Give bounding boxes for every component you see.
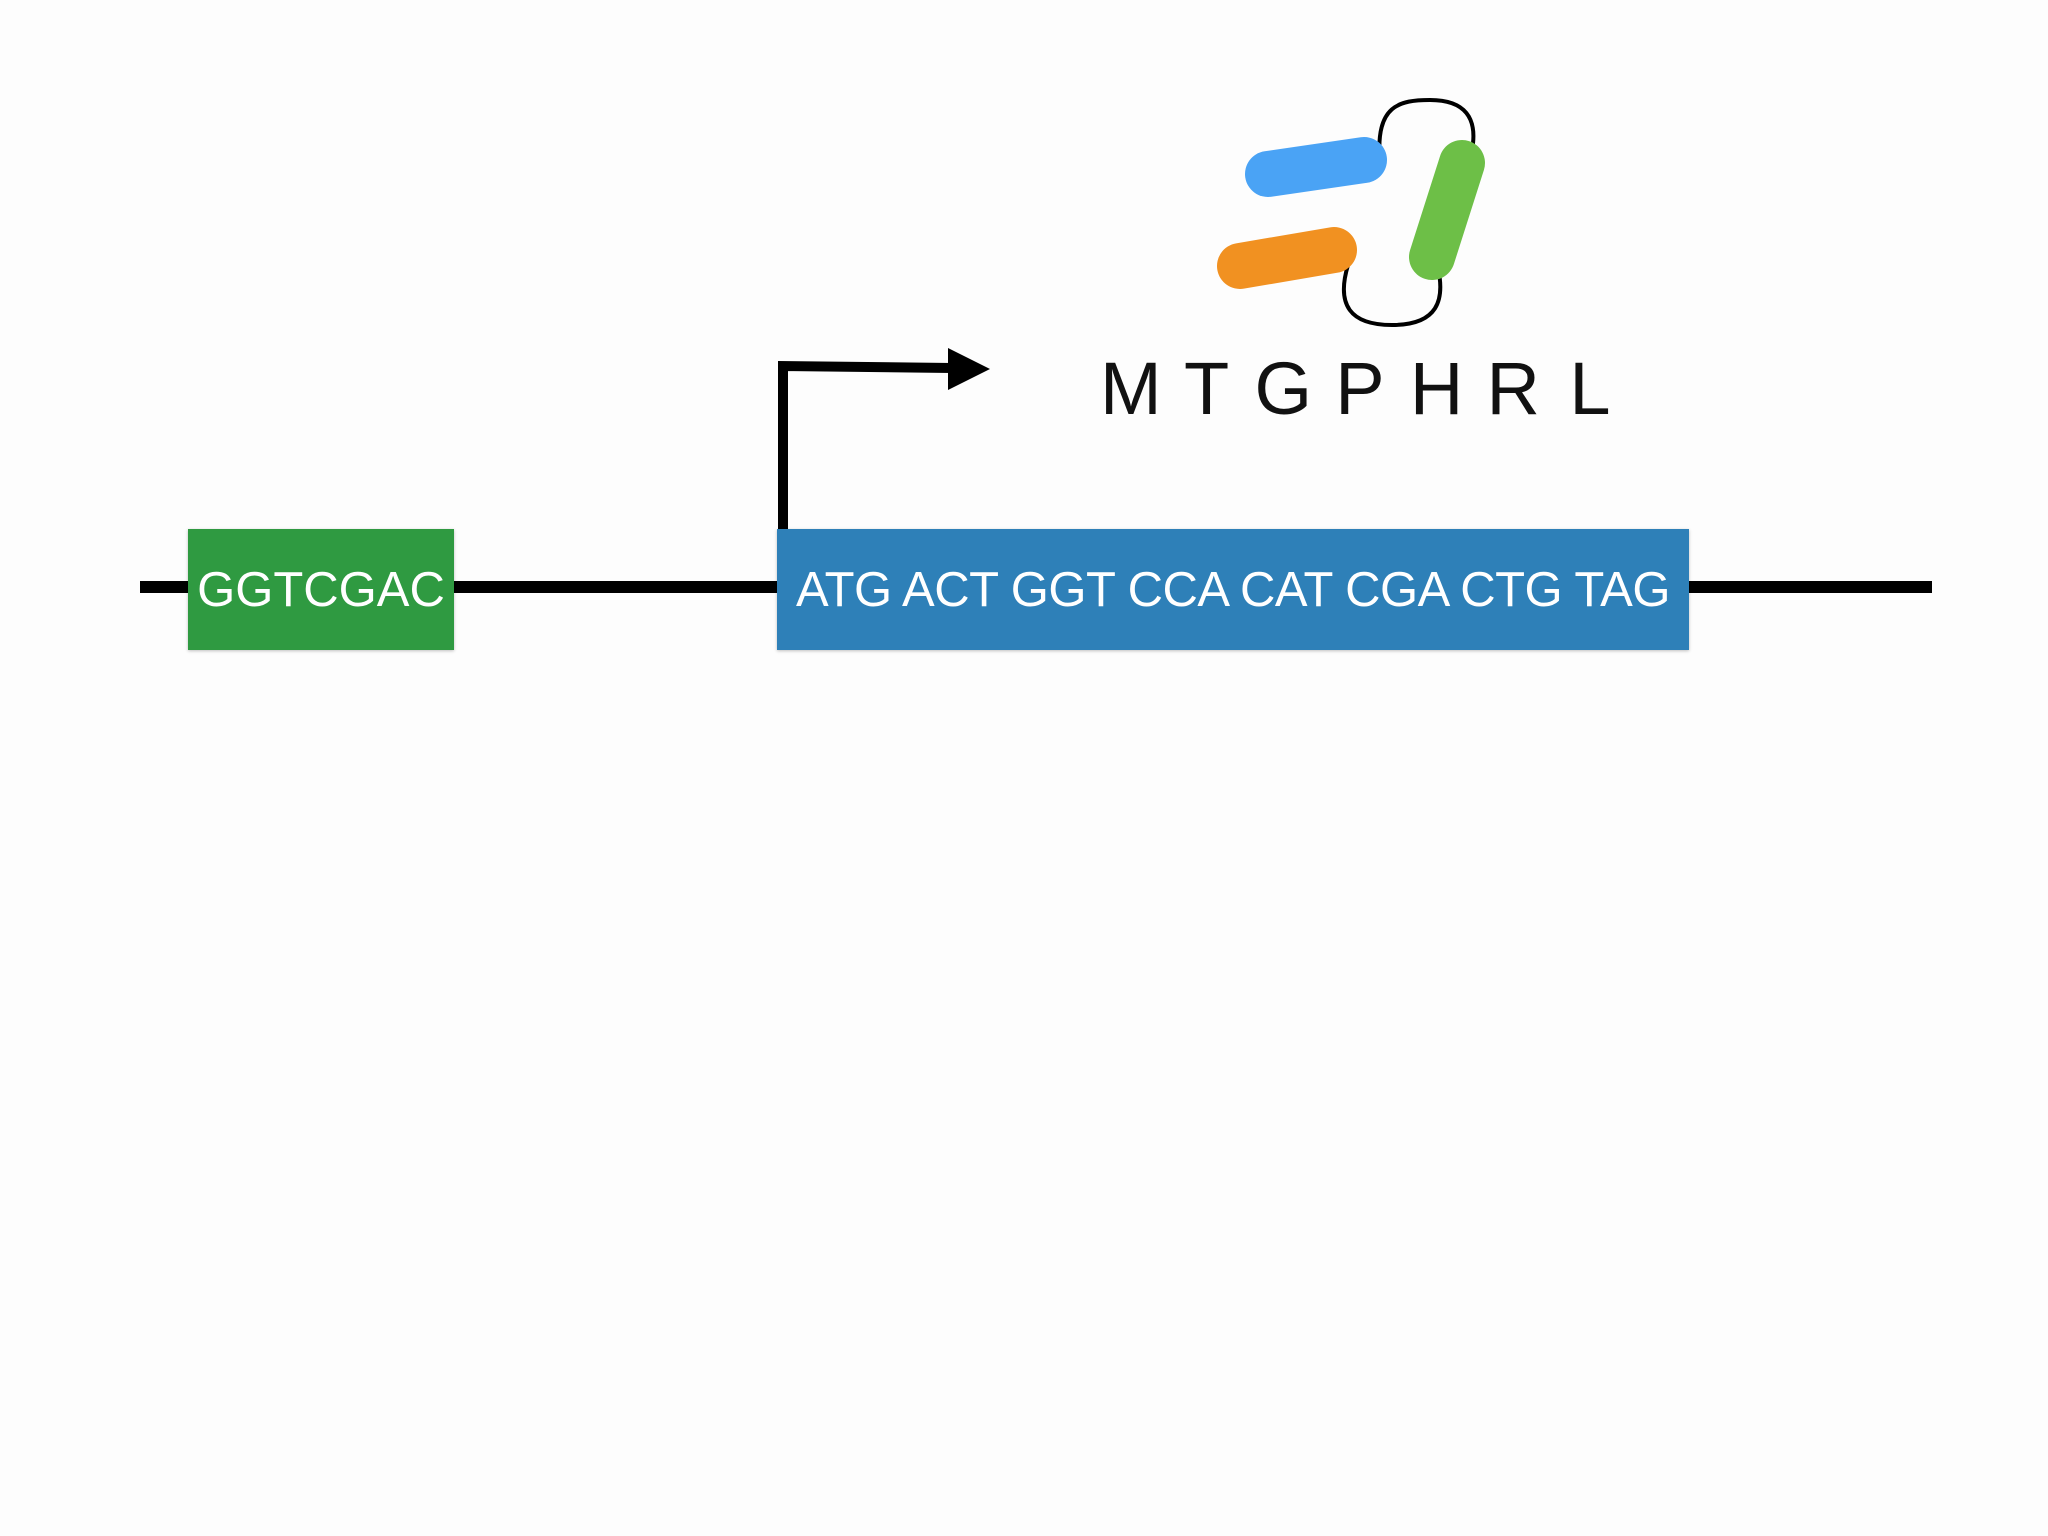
residue-7: L bbox=[1569, 346, 1611, 430]
residue-1: M bbox=[1100, 346, 1162, 430]
coding-sequence-box: ATG ACT GGT CCA CAT CGA CTG TAG bbox=[777, 529, 1689, 650]
coding-sequence-label: ATG ACT GGT CCA CAT CGA CTG TAG bbox=[796, 562, 1670, 617]
protein-segment-orange bbox=[1217, 227, 1357, 289]
folded-protein-icon bbox=[1217, 97, 1485, 328]
protein-segment-green bbox=[1409, 140, 1485, 280]
binding-site-label: GGTCGAC bbox=[197, 562, 445, 617]
residue-5: H bbox=[1409, 346, 1464, 430]
protein-segment-blue bbox=[1245, 137, 1387, 197]
residue-3: G bbox=[1254, 346, 1313, 430]
bent-arrow-icon bbox=[778, 348, 990, 531]
residue-2: T bbox=[1184, 346, 1230, 430]
residue-4: P bbox=[1335, 346, 1385, 430]
peptide-sequence: M T G P H R L bbox=[1100, 346, 1620, 430]
binding-site-box: GGTCGAC bbox=[188, 529, 454, 650]
residue-6: R bbox=[1486, 346, 1540, 430]
